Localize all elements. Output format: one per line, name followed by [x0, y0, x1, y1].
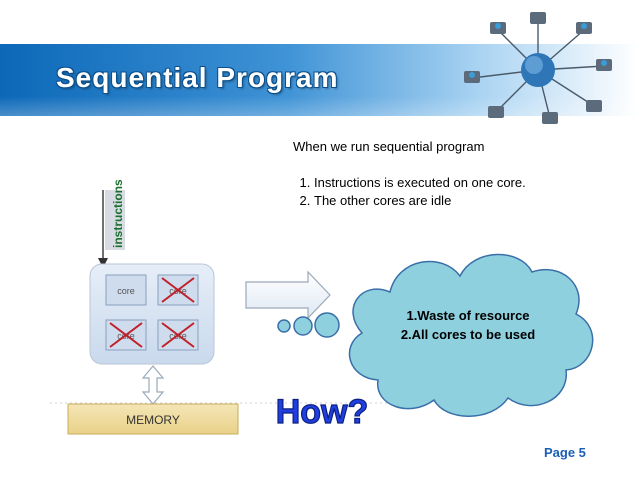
- cloud-line: 1.Waste of resource: [406, 308, 530, 323]
- core-label: core: [117, 286, 135, 296]
- cross-mark-icon: [109, 322, 143, 348]
- instruction-arrow-head: [98, 258, 108, 268]
- core-active: [105, 274, 147, 306]
- instructions-bar: [105, 190, 125, 250]
- page-number: Page 5: [544, 445, 586, 460]
- cloud-text: 1.Waste of resource 2.All cores to be us…: [388, 306, 548, 344]
- thought-cloud: [277, 253, 594, 417]
- point-item: Instructions is executed on one core.: [314, 174, 526, 192]
- points-list: Instructions is executed on one core. Th…: [293, 174, 526, 210]
- memory-block: [67, 403, 239, 435]
- cross-mark-icon: [161, 322, 195, 348]
- explanation-text: When we run sequential program Instructi…: [293, 138, 526, 210]
- point-item: The other cores are idle: [314, 192, 526, 210]
- double-arrow-icon: [141, 365, 165, 405]
- cross-mark-icon: [161, 277, 195, 303]
- slide-title: Sequential Program: [56, 62, 339, 93]
- memory-label: MEMORY: [126, 413, 180, 427]
- processor-diagram: instructions core core core core MEMORY: [50, 180, 430, 435]
- right-arrow-icon: [245, 270, 331, 320]
- banner-shade: [0, 96, 638, 116]
- cloud-line: 2.All cores to be used: [400, 327, 536, 342]
- how-callout: How?: [275, 392, 369, 431]
- network-globe-icon: [464, 12, 612, 124]
- intro-text: When we run sequential program: [293, 139, 485, 154]
- how-text: How?: [276, 393, 369, 431]
- instructions-label: instructions: [111, 180, 125, 248]
